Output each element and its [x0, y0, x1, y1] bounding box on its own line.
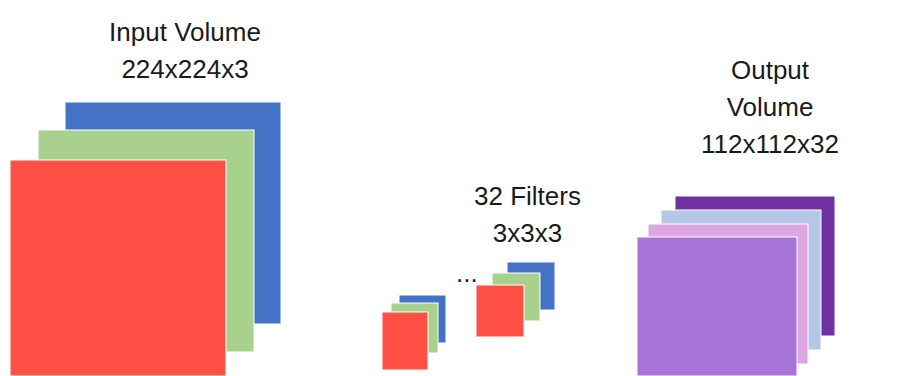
filter-heading: 32 Filters3x3x3 — [420, 178, 635, 252]
filter-red — [382, 312, 428, 370]
red-channel — [10, 160, 226, 376]
ellipsis-label: ... — [456, 258, 478, 288]
heading-text: Output Volume — [690, 52, 850, 126]
dimension-text: 112x112x32 — [690, 126, 850, 163]
volume-heading: Output Volume112x112x32 — [690, 52, 850, 163]
filter-red — [476, 285, 524, 337]
filter-stack-bottom — [382, 295, 446, 370]
heading-text: 32 Filters — [420, 178, 635, 215]
volume-heading: Input Volume224x224x3 — [70, 14, 300, 88]
filter-stack-top — [476, 262, 555, 337]
heading-text: Input Volume — [70, 14, 300, 51]
output-channel — [637, 237, 797, 376]
dimension-text: 224x224x3 — [70, 51, 300, 88]
input-volume-stack — [10, 102, 281, 376]
dimension-text: 3x3x3 — [420, 215, 635, 252]
output-volume-stack — [637, 196, 835, 376]
